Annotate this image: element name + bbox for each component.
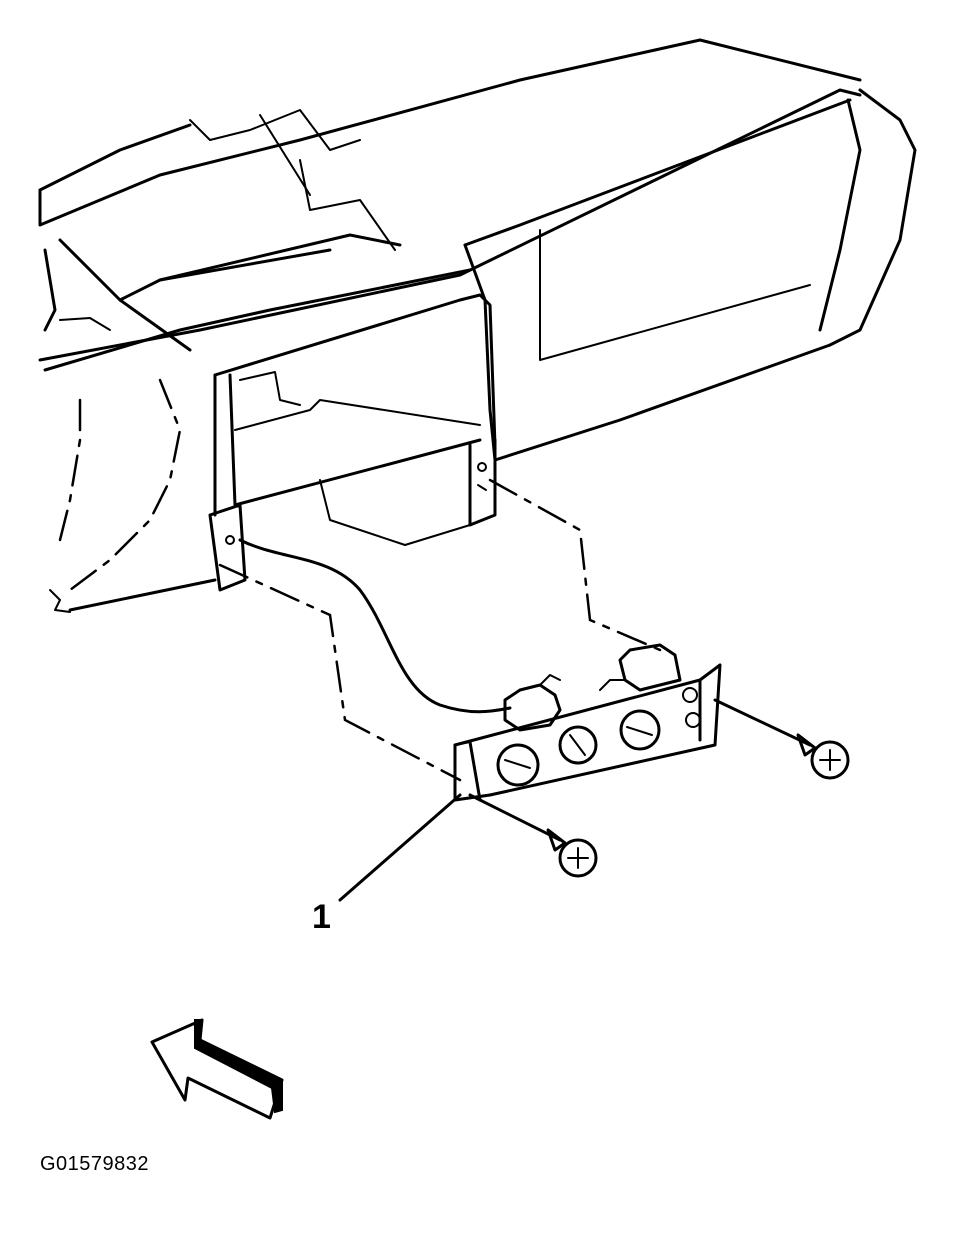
callout-1-label: 1 [312, 898, 331, 936]
wire-harness [238, 538, 512, 714]
screw-icon [713, 698, 850, 780]
callout-1: 1 [312, 793, 462, 936]
hvac-control-module [453, 643, 722, 802]
view-direction-arrow-icon [150, 1018, 284, 1120]
screw-icon [468, 793, 598, 878]
installation-guide-lines [218, 478, 662, 782]
figure-id: G01579832 [40, 1153, 150, 1175]
dashboard-frame [38, 38, 917, 613]
